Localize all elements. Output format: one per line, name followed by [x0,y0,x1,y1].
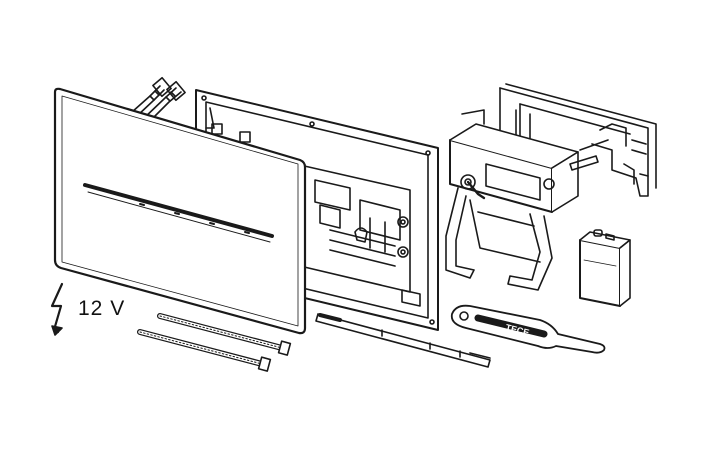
flush-actuator-unit [445,83,657,291]
battery-12v [579,229,631,307]
threaded-rods [137,313,292,372]
cover-plate [53,87,307,335]
lightning-icon [50,282,64,336]
adjustment-rod [315,313,491,368]
voltage-label: 12 V [78,297,126,320]
tece-key-tool: TECE [450,304,606,354]
